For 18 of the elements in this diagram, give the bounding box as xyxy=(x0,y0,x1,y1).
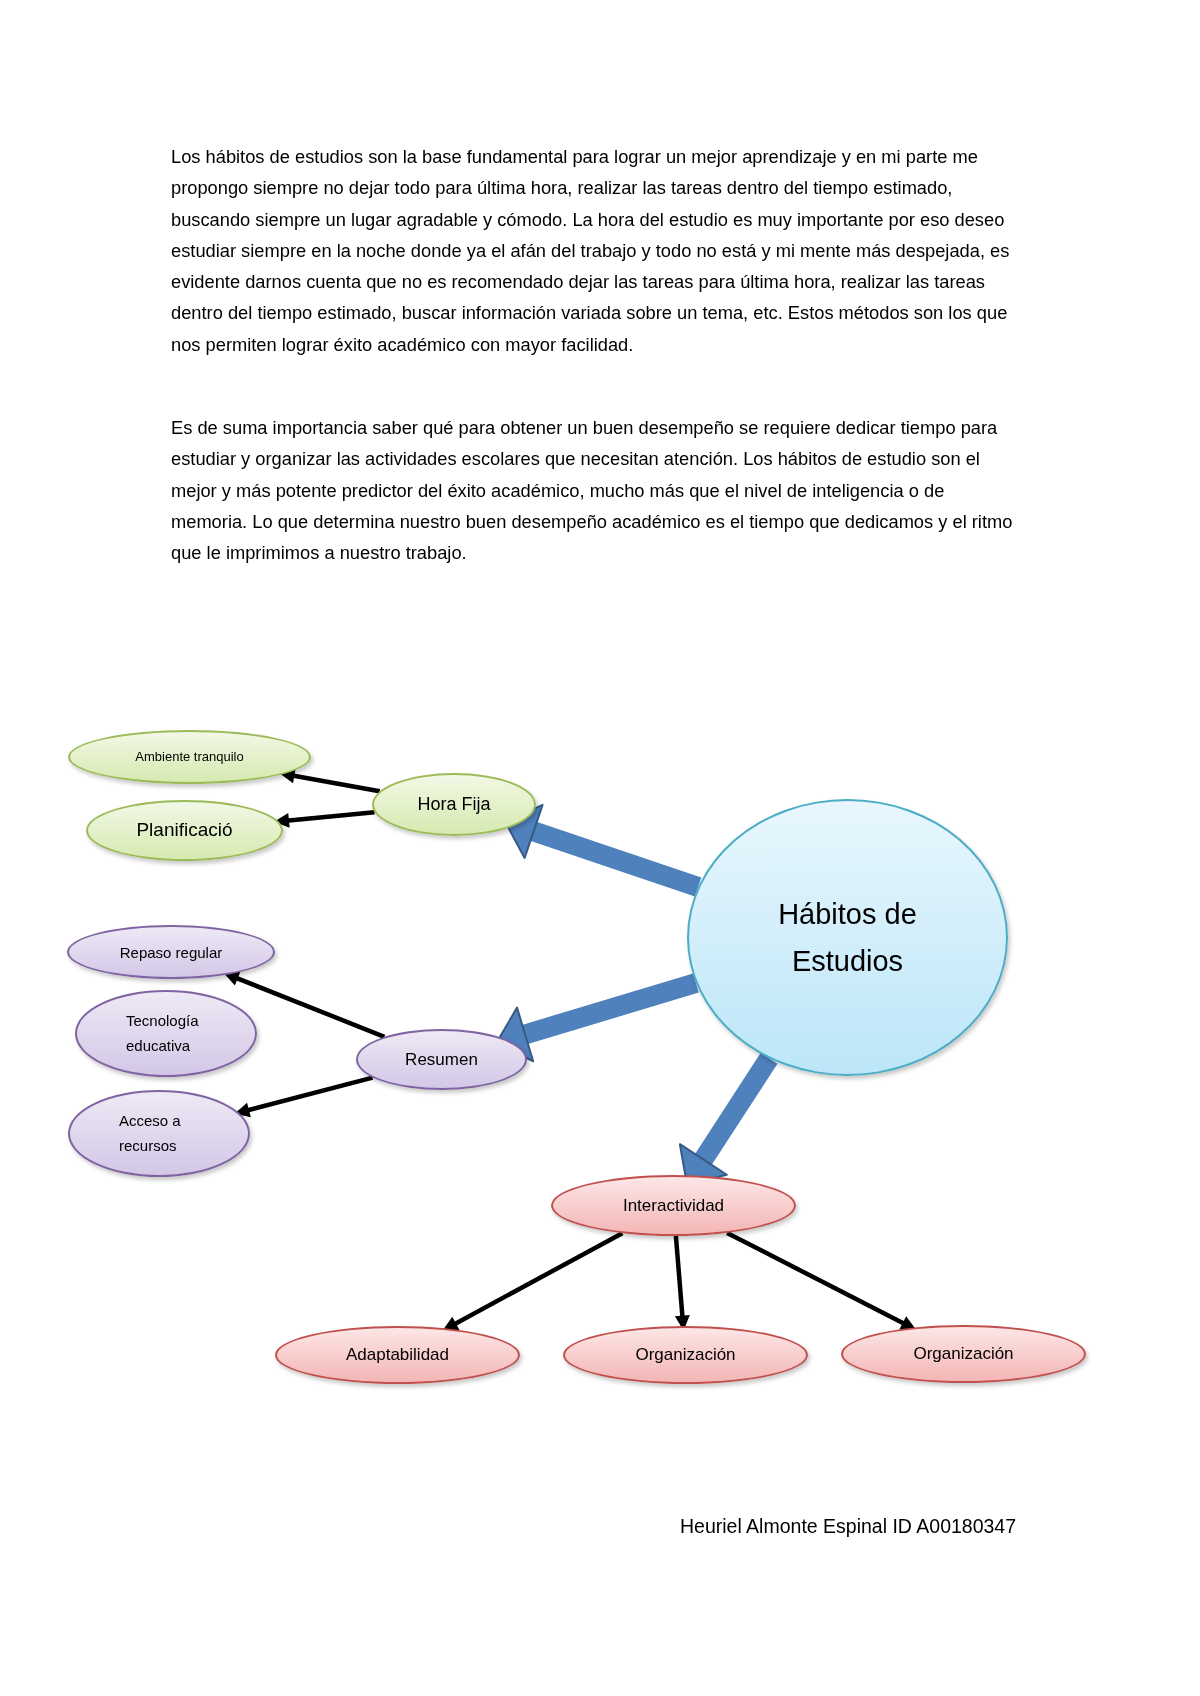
node-label: Resumen xyxy=(405,1048,478,1071)
node-label: Hábitos de Estudios xyxy=(777,897,918,979)
node-label: Adaptabilidad xyxy=(346,1344,449,1367)
node-label: Ambiente tranquilo xyxy=(135,747,244,766)
node-label: Interactividad xyxy=(622,1194,725,1217)
node-label: Organización xyxy=(635,1344,736,1367)
node-label: Acceso a recursos xyxy=(119,1110,182,1156)
node-label: Planificació xyxy=(136,818,233,843)
paragraph: Los hábitos de estudios son la base fundamental para lograr un mejor aprendizaje y en mi parte me propongo siempre no dejar todo para última hora, realizar las tareas dentro del tiempo estimado, buscando siempre un lugar agradable y cómodo. La hora del estudio es muy importante por eso deseo estudiar siempre en la noche donde ya el afán del trabajo y todo no está y mi mente más despejada, es evidente darnos cuenta que no es recomendado dejar las tareas para última hora, realizar las tareas dentro del tiempo estimado, buscar información variada sobre un tema, etc. Estos métodos son los que nos permiten lograr éxito académico con mayor facilidad. xyxy=(171,145,1011,357)
paragraph: Es de suma importancia saber qué para obtener un buen desempeño se requiere dedicar tiempo para estudiar y organizar las actividades escolares que necesitan atención. Los hábitos de estudio son el mejor y más potente predictor del éxito académico, mucho más que el nivel de inteligencia o de memoria. Lo que determina nuestro buen desempeño académico es el tiempo que dedicamos y el ritmo que le imprimimos a nuestro trabajo. xyxy=(171,416,1014,566)
author-line: Heuriel Almonte Espinal ID A00180347 xyxy=(680,1514,1017,1538)
node-label: Tecnología educativa xyxy=(126,1010,200,1056)
arrow xyxy=(223,971,386,1039)
node-label: Repaso regular xyxy=(119,942,223,963)
oval-node xyxy=(68,730,311,784)
node-label: Organización xyxy=(913,1343,1014,1366)
oval-node xyxy=(356,1029,527,1090)
node-label: Hora Fija xyxy=(417,792,491,816)
